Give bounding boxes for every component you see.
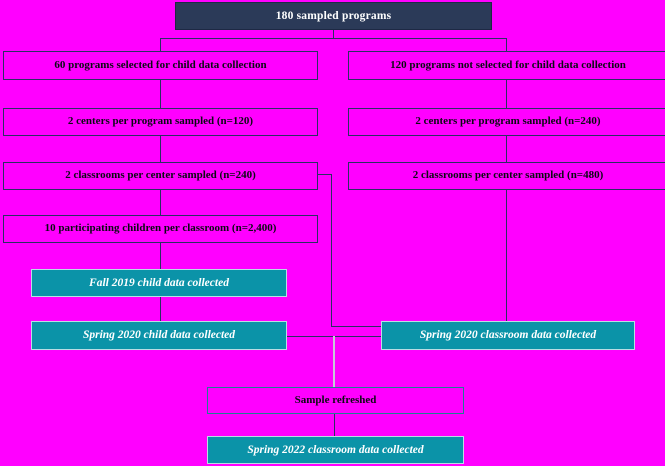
connector-left-classrooms-to-children — [160, 190, 161, 215]
connector-split-right-down — [506, 38, 507, 51]
node-label: Sample refreshed — [294, 393, 377, 406]
node-left-classrooms-sampled[interactable]: 2 classrooms per center sampled (n=240) — [3, 162, 318, 190]
connector-elbow-into-spring2020-classroom — [331, 326, 382, 327]
connector-right-programs-to-centers — [506, 80, 507, 108]
connector-left-centers-to-classrooms — [160, 136, 161, 162]
node-label: Spring 2020 classroom data collected — [419, 329, 597, 342]
node-label: 10 participating children per classroom … — [44, 222, 277, 235]
node-left-participating-children[interactable]: 10 participating children per classroom … — [3, 215, 318, 243]
node-right-centers-sampled[interactable]: 2 centers per program sampled (n=240) — [348, 108, 665, 136]
node-label: 2 centers per program sampled (n=120) — [67, 115, 254, 128]
connector-to-sample-refreshed — [333, 336, 335, 387]
connector-sample-refreshed-to-spring2022 — [334, 414, 335, 436]
connector-left-children-to-fall2019 — [160, 243, 161, 269]
node-label: 60 programs selected for child data coll… — [54, 58, 267, 71]
node-spring-2020-child-data[interactable]: Spring 2020 child data collected — [31, 321, 287, 350]
node-label: 180 sampled programs — [275, 9, 392, 22]
node-left-centers-sampled[interactable]: 2 centers per program sampled (n=120) — [3, 108, 318, 136]
node-spring-2020-classroom-data[interactable]: Spring 2020 classroom data collected — [381, 321, 635, 350]
connector-left-classrooms-elbow-down — [331, 174, 332, 326]
node-label: Fall 2019 child data collected — [89, 276, 229, 289]
node-right-classrooms-sampled[interactable]: 2 classrooms per center sampled (n=480) — [348, 162, 665, 190]
connector-split-left-down — [160, 38, 161, 51]
connector-left-classrooms-elbow-out — [318, 174, 332, 175]
connector-fall2019-to-spring2020 — [160, 297, 161, 321]
connector-left-programs-to-centers — [160, 80, 161, 108]
node-left-programs-selected[interactable]: 60 programs selected for child data coll… — [3, 51, 318, 80]
connector-header-down — [333, 30, 334, 38]
node-label: 120 programs not selected for child data… — [390, 58, 626, 71]
connector-right-classrooms-to-spring2020-classroom — [506, 190, 507, 321]
node-label: 2 centers per program sampled (n=240) — [415, 115, 601, 128]
node-label: Spring 2022 classroom data collected — [247, 443, 424, 456]
node-label: 2 classrooms per center sampled (n=480) — [412, 169, 604, 182]
connector-header-split — [160, 38, 507, 39]
node-fall-2019-child-data[interactable]: Fall 2019 child data collected — [31, 269, 287, 297]
node-right-programs-not-selected[interactable]: 120 programs not selected for child data… — [348, 51, 665, 80]
node-label: Spring 2020 child data collected — [82, 329, 236, 342]
node-header-sampled-programs[interactable]: 180 sampled programs — [175, 2, 492, 30]
node-label: 2 classrooms per center sampled (n=240) — [65, 169, 256, 182]
node-spring-2022-classroom-data[interactable]: Spring 2022 classroom data collected — [207, 436, 464, 464]
node-sample-refreshed[interactable]: Sample refreshed — [207, 387, 464, 414]
connector-right-centers-to-classrooms — [506, 136, 507, 162]
